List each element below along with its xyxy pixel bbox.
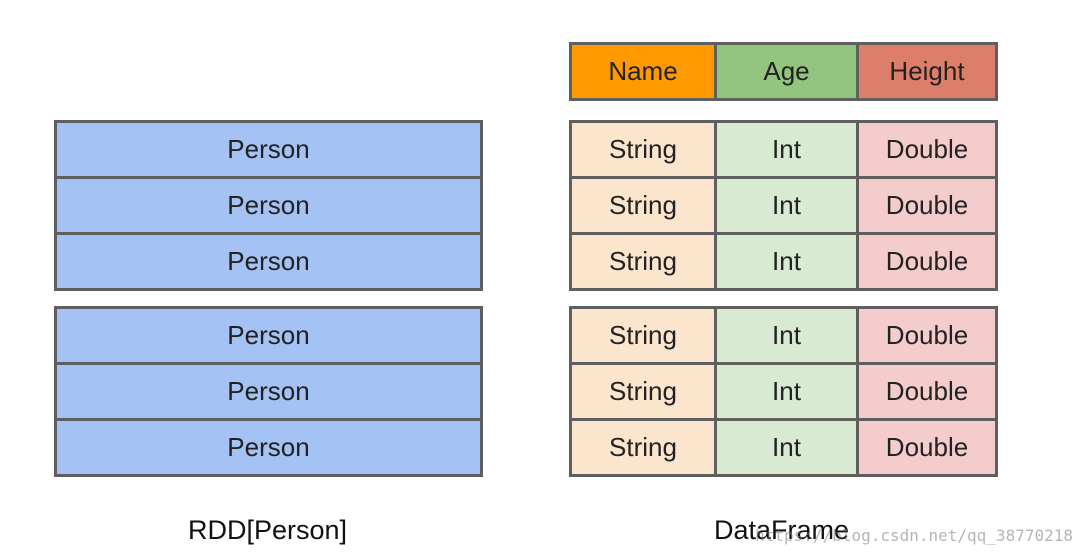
header-age: Age xyxy=(714,45,856,98)
int-cell: Int xyxy=(714,309,856,362)
person-cell: Person xyxy=(57,365,480,418)
double-cell: Double xyxy=(856,123,995,176)
string-cell: String xyxy=(572,179,714,232)
dataframe-partition-1: String Int Double String Int Double Stri… xyxy=(569,120,998,291)
person-cell: Person xyxy=(57,235,480,288)
int-cell: Int xyxy=(714,421,856,474)
rdd-partition-1: Person Person Person xyxy=(54,120,483,291)
double-cell: Double xyxy=(856,179,995,232)
person-cell: Person xyxy=(57,123,480,176)
dataframe-row: String Int Double xyxy=(572,176,995,232)
dataframe-caption: DataFrame xyxy=(714,515,850,545)
double-cell: Double xyxy=(856,235,995,288)
dataframe-row: String Int Double xyxy=(572,418,995,474)
int-cell: Int xyxy=(714,123,856,176)
string-cell: String xyxy=(572,421,714,474)
dataframe-row: String Int Double xyxy=(572,362,995,418)
rdd-partition-2: Person Person Person xyxy=(54,306,483,477)
person-cell: Person xyxy=(57,179,480,232)
double-cell: Double xyxy=(856,365,995,418)
rdd-row: Person xyxy=(57,232,480,288)
double-cell: Double xyxy=(856,309,995,362)
int-cell: Int xyxy=(714,365,856,418)
header-name: Name xyxy=(572,45,714,98)
int-cell: Int xyxy=(714,235,856,288)
rdd-row: Person xyxy=(57,362,480,418)
string-cell: String xyxy=(572,365,714,418)
header-row: Name Age Height xyxy=(572,45,995,98)
rdd-row: Person xyxy=(57,309,480,362)
rdd-row: Person xyxy=(57,176,480,232)
dataframe-header: Name Age Height xyxy=(569,42,998,101)
watermark: https://blog.csdn.net/qq_38770218 xyxy=(755,526,1073,545)
string-cell: String xyxy=(572,123,714,176)
dataframe-row: String Int Double xyxy=(572,309,995,362)
rdd-caption: RDD[Person] xyxy=(188,515,348,545)
rdd-row: Person xyxy=(57,418,480,474)
dataframe-row: String Int Double xyxy=(572,232,995,288)
dataframe-row: String Int Double xyxy=(572,123,995,176)
person-cell: Person xyxy=(57,421,480,474)
string-cell: String xyxy=(572,235,714,288)
dataframe-partition-2: String Int Double String Int Double Stri… xyxy=(569,306,998,477)
int-cell: Int xyxy=(714,179,856,232)
header-height: Height xyxy=(856,45,995,98)
person-cell: Person xyxy=(57,309,480,362)
double-cell: Double xyxy=(856,421,995,474)
rdd-row: Person xyxy=(57,123,480,176)
string-cell: String xyxy=(572,309,714,362)
